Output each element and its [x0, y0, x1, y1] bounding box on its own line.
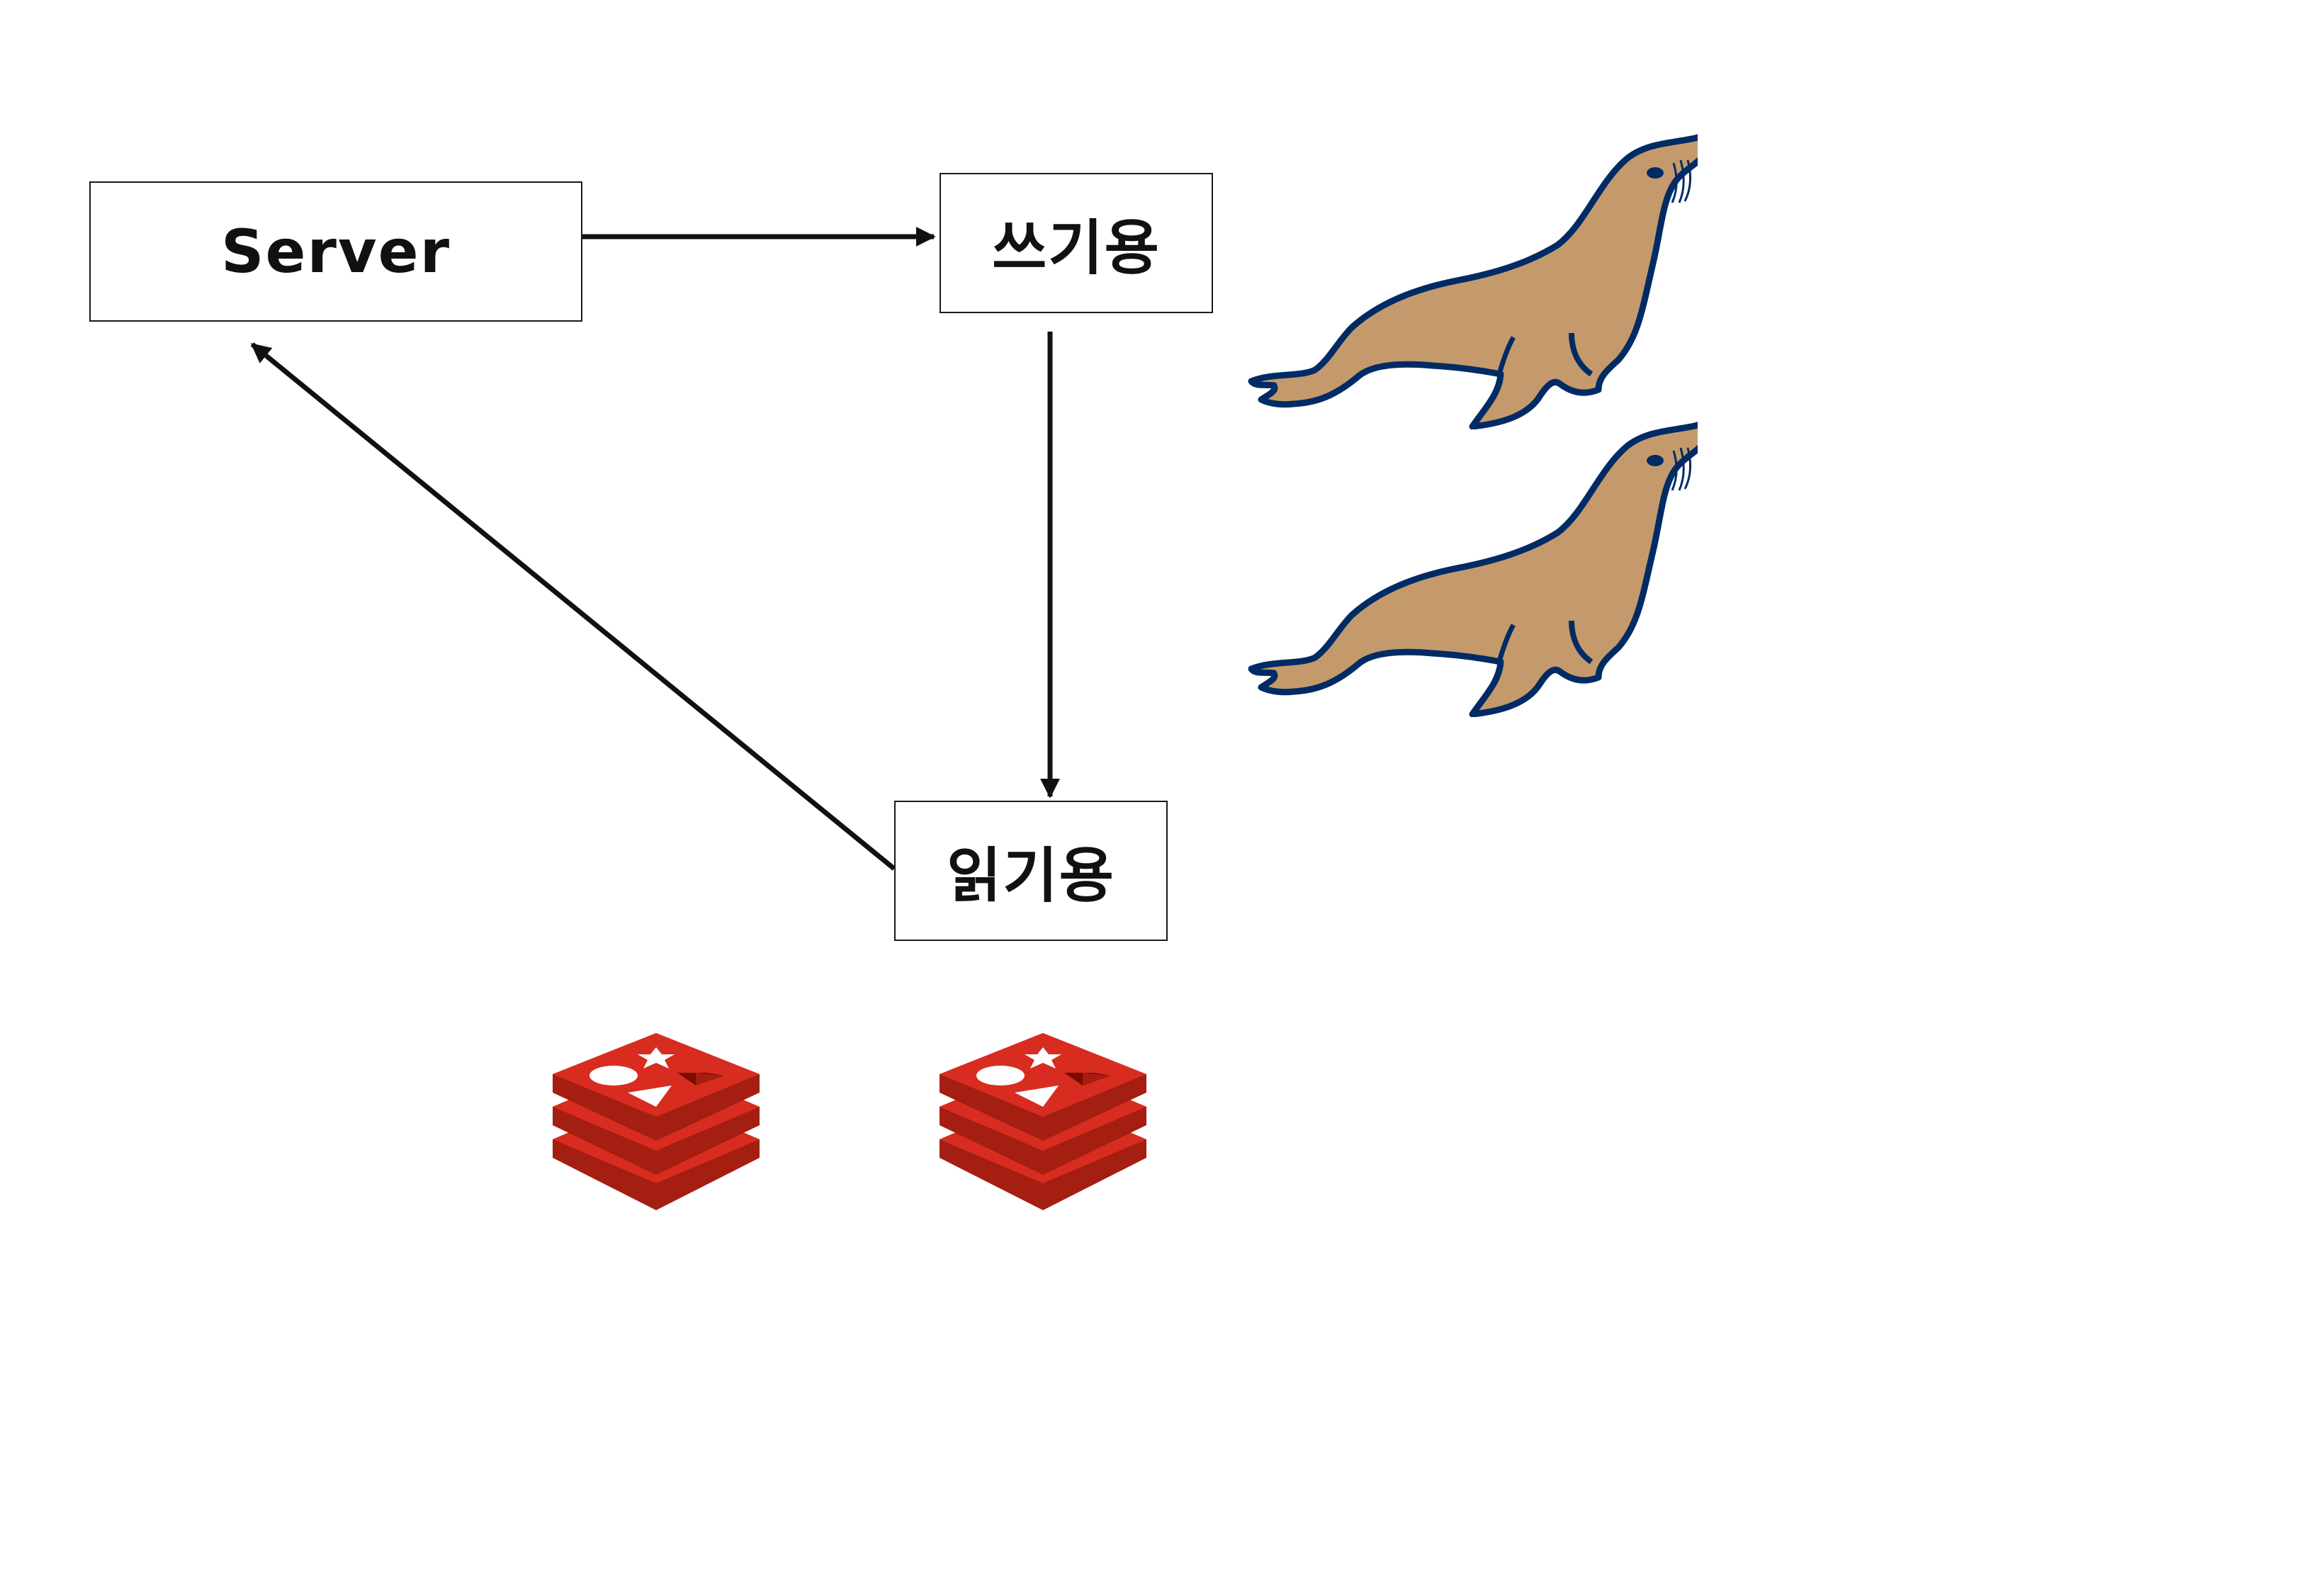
write-db-label: 쓰기용: [992, 213, 1161, 283]
write-db-node: 쓰기용: [940, 173, 1213, 313]
mariadb-sea-lion-icon: [1248, 134, 1698, 429]
read-db-node: 읽기용: [894, 801, 1168, 941]
redis-stack-icon: [553, 1033, 760, 1210]
server-node: Server: [89, 181, 582, 322]
arrow-read-to-server: [250, 342, 896, 871]
mariadb-sea-lion-icon: [1248, 422, 1698, 717]
server-label: Server: [220, 217, 451, 286]
redis-stack-icon: [940, 1033, 1146, 1210]
read-db-label: 읽기용: [947, 840, 1115, 910]
